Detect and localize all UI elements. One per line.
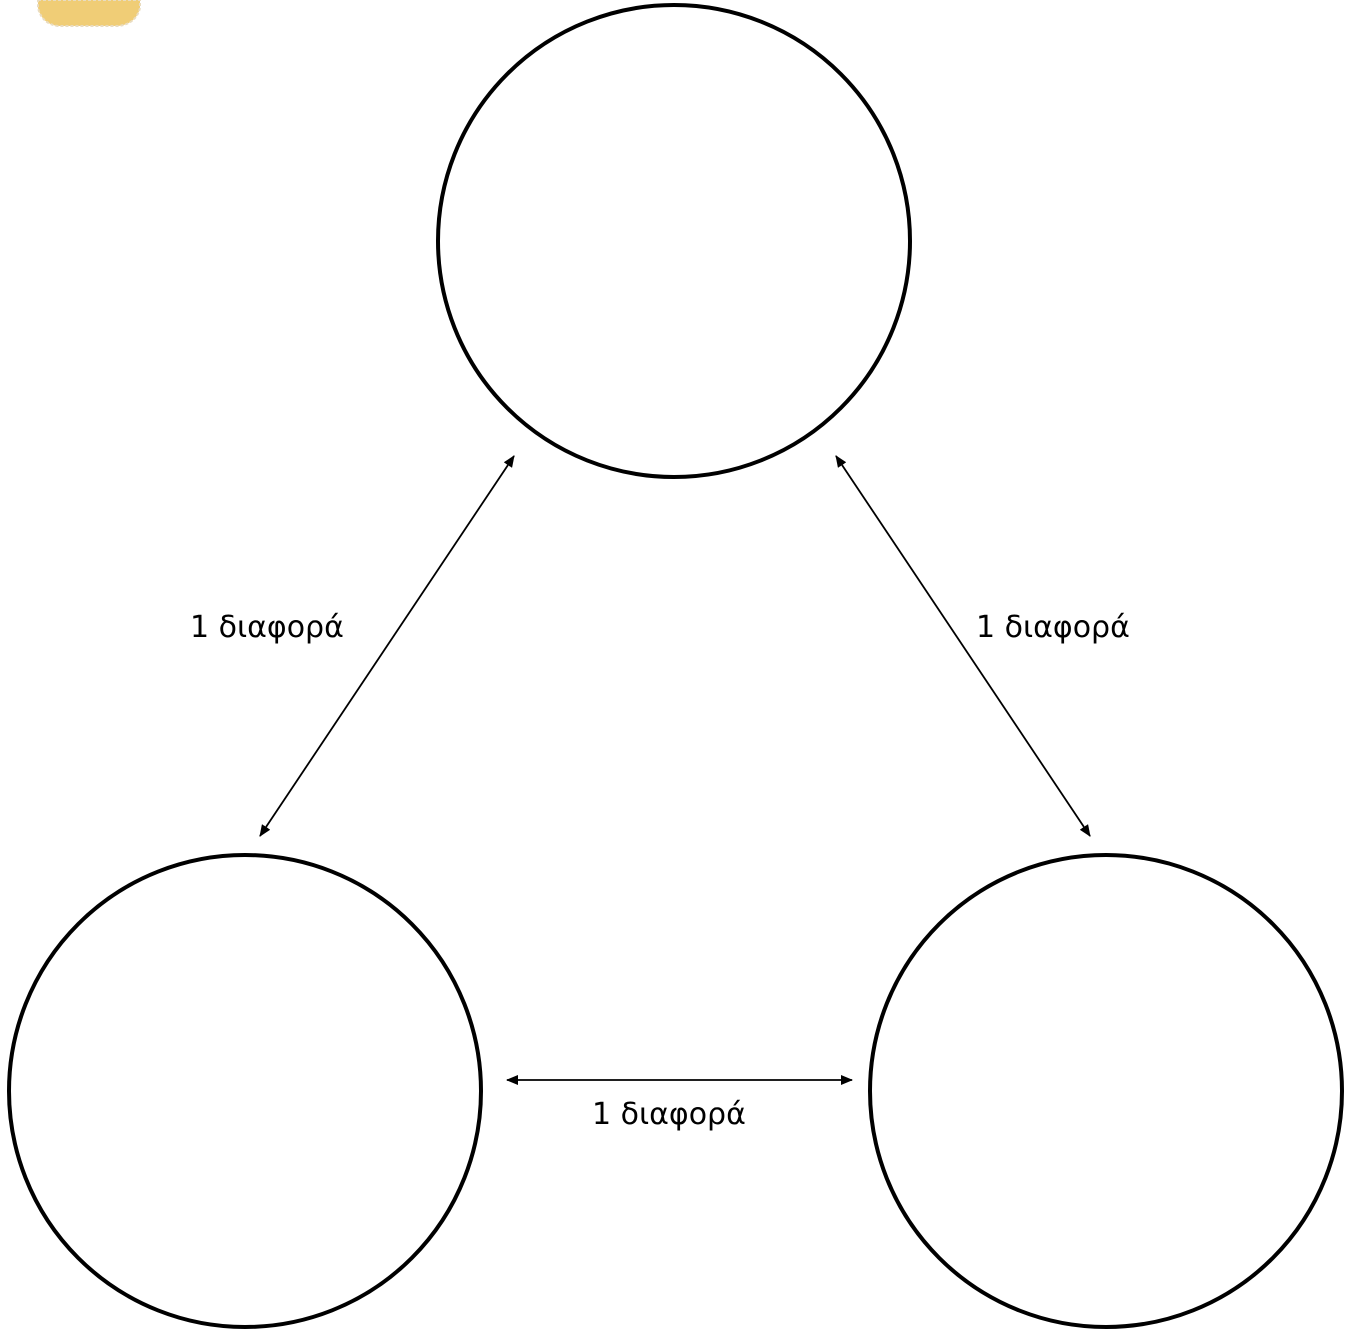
edge-label-top-left: 1 διαφορά — [190, 610, 344, 645]
circle-bottom-left — [7, 853, 483, 1329]
edge-label-bottom: 1 διαφορά — [592, 1097, 746, 1132]
edge-label-top-right: 1 διαφορά — [976, 610, 1130, 645]
circle-top — [436, 3, 912, 479]
circle-bottom-right — [868, 853, 1344, 1329]
corner-badge-decoration — [37, 0, 141, 27]
arrow-top-left — [259, 455, 515, 837]
arrow-top-right — [835, 455, 1091, 837]
